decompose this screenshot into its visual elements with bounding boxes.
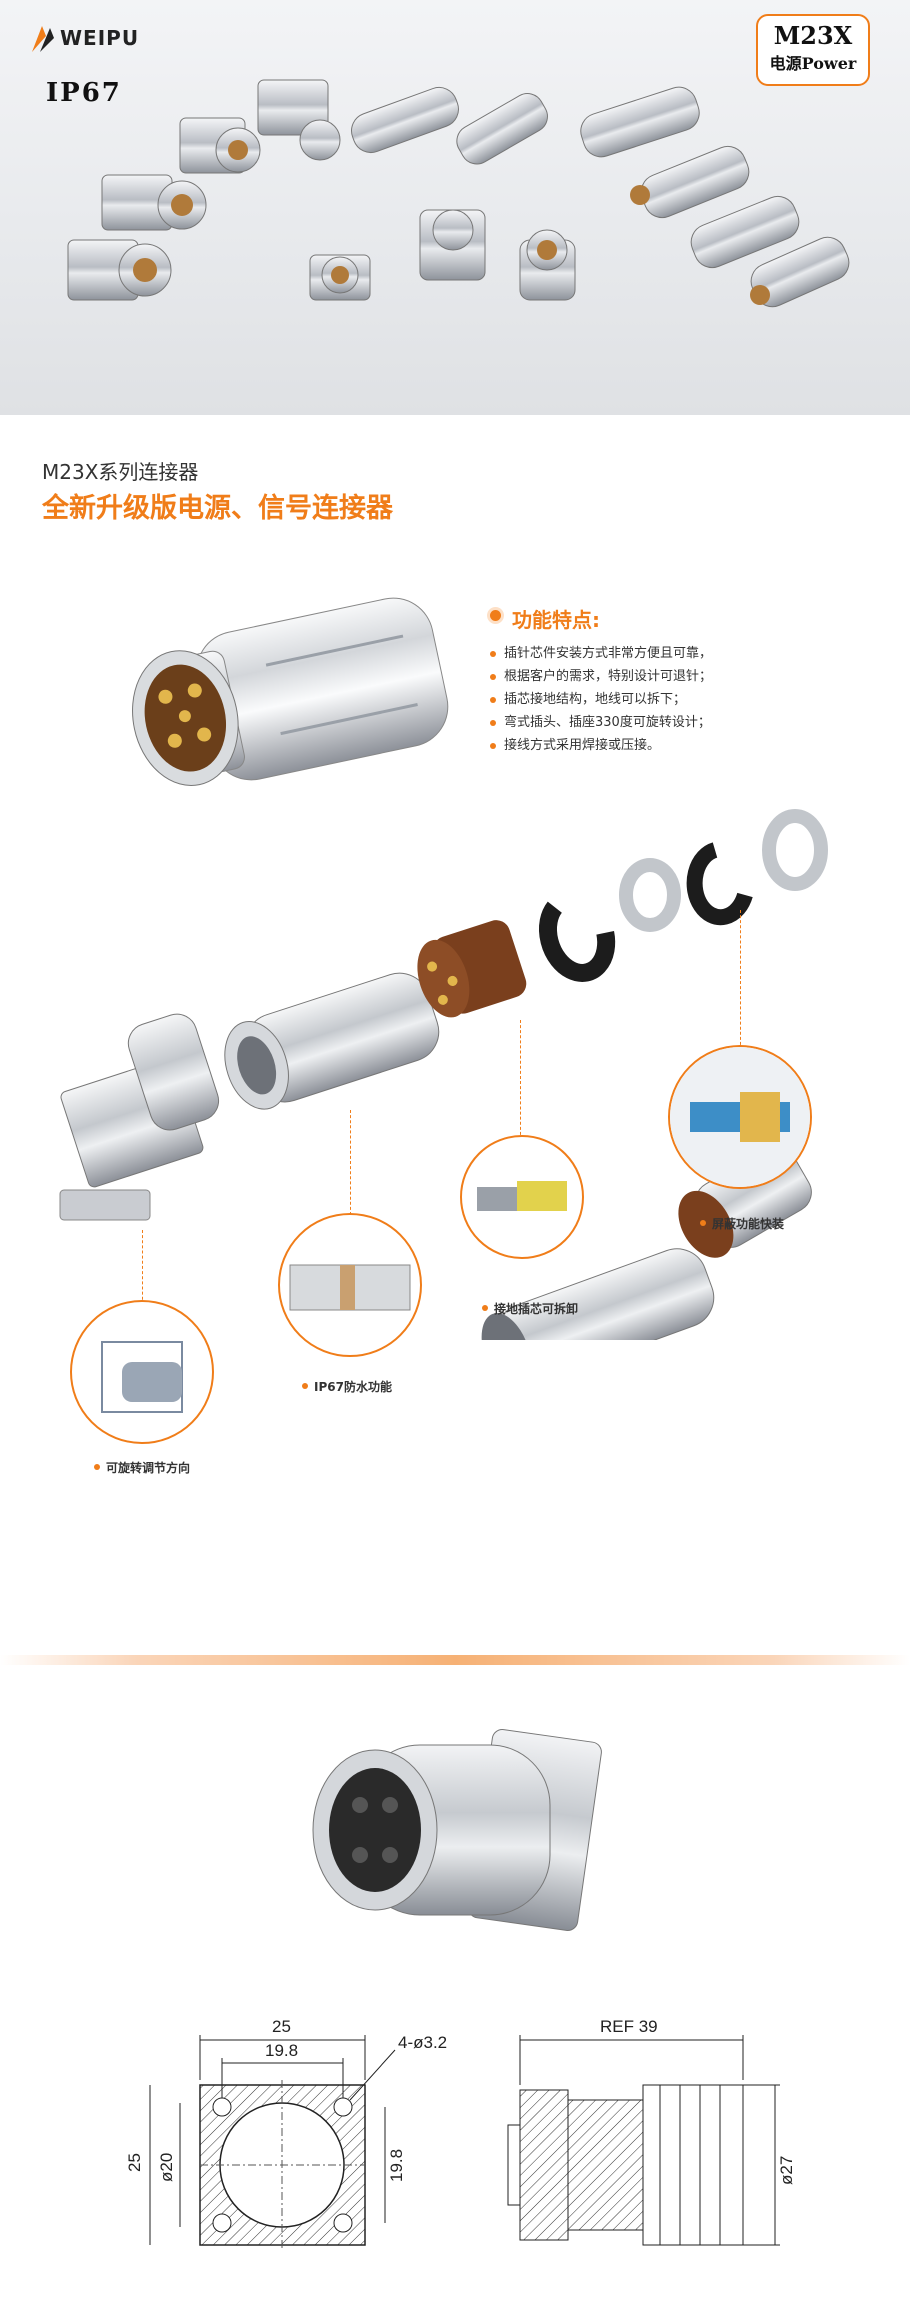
technical-drawing: 25 19.8 4-ø3.2 25 ø20 19.8 REF 39 ø27	[125, 2017, 796, 2250]
model-badge: M23X 电源Power	[756, 14, 870, 86]
callout-line	[740, 910, 741, 1050]
feature-item: 根据客户的需求，特别设计可退针；	[488, 666, 878, 687]
section-divider	[0, 1655, 910, 1665]
rotate-callout-label: 可旋转调节方向	[94, 1459, 190, 1476]
feature-item: 接线方式采用焊接或压接。	[488, 735, 878, 756]
hero-banner: WEIPU IP67 M23X 电源Power	[0, 0, 910, 415]
dim-height-inner: 19.8	[387, 2149, 406, 2182]
features-list: 插针芯件安装方式非常方便且可靠， 根据客户的需求，特别设计可退针； 插芯接地结构…	[488, 643, 878, 756]
ip67-callout-label: IP67防水功能	[302, 1378, 392, 1395]
callout-line	[520, 1020, 521, 1140]
exploded-view-image	[59, 809, 828, 1340]
feature-item: 弯式插头、插座330度可旋转设计；	[488, 712, 878, 733]
series-title: M23X系列连接器	[42, 460, 199, 484]
dim-ref-length: REF 39	[600, 2017, 658, 2036]
ground-callout-label: 接地插芯可拆卸	[482, 1300, 578, 1317]
socket-image	[312, 1729, 602, 1931]
dim-height-outer: 25	[125, 2153, 144, 2172]
dim-body-diameter: ø27	[777, 2156, 796, 2185]
dim-holes: 4-ø3.2	[398, 2033, 447, 2052]
feature-item: 插芯接地结构，地线可以拆下；	[488, 689, 878, 710]
ip-rating: IP67	[46, 78, 122, 108]
feature-item: 插针芯件安装方式非常方便且可靠，	[488, 643, 878, 664]
badge-subtitle: 电源Power	[769, 54, 857, 73]
shield-callout-label: 屏蔽功能快装	[700, 1215, 784, 1232]
brand-name: WEIPU	[60, 26, 140, 50]
ip67-callout-image	[278, 1213, 422, 1357]
rotate-callout-image	[70, 1300, 214, 1444]
dim-diameter: ø20	[157, 2153, 176, 2182]
main-connector-image	[132, 597, 449, 786]
ground-callout-image	[460, 1135, 584, 1259]
product-lineup-image	[67, 79, 850, 308]
dim-width-outer: 25	[272, 2017, 291, 2036]
badge-title: M23X	[773, 21, 853, 50]
brand-logo-icon	[32, 26, 54, 52]
features-title: 功能特点:	[488, 604, 878, 633]
callout-line	[350, 1110, 351, 1215]
shield-callout-image	[668, 1045, 812, 1189]
dim-width-inner: 19.8	[265, 2041, 298, 2060]
headline: 全新升级版电源、信号连接器	[42, 493, 393, 524]
callout-line	[142, 1230, 143, 1310]
features-panel: 功能特点: 插针芯件安装方式非常方便且可靠， 根据客户的需求，特别设计可退针； …	[488, 604, 878, 756]
